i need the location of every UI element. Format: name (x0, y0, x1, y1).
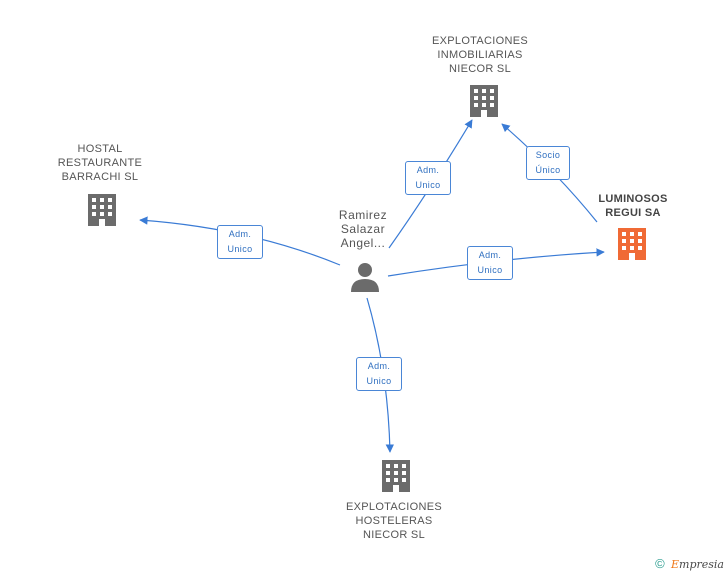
edge-label-line: Unico (415, 180, 441, 190)
edge-label-line: Adm. (367, 361, 391, 371)
building-icon (88, 194, 116, 226)
node-luminosos-regui[interactable]: LUMINOSOS REGUI SA (578, 192, 688, 220)
node-label-line: HOSTELERAS (355, 515, 433, 527)
edge-label-line: Socio (535, 150, 561, 160)
building-icon (470, 85, 498, 117)
node-explotaciones-inmobiliarias[interactable]: EXPLOTACIONES INMOBILIARIAS NIECOR SL (410, 34, 550, 76)
node-label-line: HOSTAL (77, 143, 123, 155)
copyright-icon: © (655, 556, 665, 571)
edge-label-line: Adm. (228, 229, 252, 239)
node-hostal-restaurante[interactable]: HOSTAL RESTAURANTE BARRACHI SL (40, 142, 160, 184)
brand-initial: E (671, 558, 680, 571)
edge-label-adm-unico: Adm. Unico (405, 161, 451, 195)
brand-footer: © Empresia (655, 556, 724, 571)
node-label-line: REGUI SA (605, 207, 661, 219)
node-label-line: RESTAURANTE (57, 157, 143, 169)
node-label-line: NIECOR SL (363, 529, 425, 541)
node-explotaciones-hosteleras[interactable]: EXPLOTACIONES HOSTELERAS NIECOR SL (326, 500, 462, 542)
edge-label-adm-unico: Adm. Unico (467, 246, 513, 280)
edge-label-line: Unico (227, 244, 253, 254)
edge-label-line: Único (535, 165, 561, 175)
edge-label-line: Unico (366, 376, 392, 386)
node-label-line: Angel... (340, 236, 386, 250)
node-label-line: EXPLOTACIONES (432, 35, 528, 47)
brand-logo[interactable]: Empresia (671, 558, 724, 571)
edge-label-adm-unico: Adm. Unico (356, 357, 402, 391)
node-person[interactable]: Ramirez Salazar Angel... (318, 208, 408, 250)
node-label-line: NIECOR SL (449, 63, 511, 75)
node-label-line: Ramirez (338, 208, 388, 222)
node-label-line: EXPLOTACIONES (346, 501, 442, 513)
node-label-line: BARRACHI SL (61, 171, 139, 183)
node-label-line: Salazar (340, 222, 386, 236)
person-icon (351, 263, 379, 292)
building-icon (382, 460, 410, 492)
edge-label-line: Adm. (416, 165, 440, 175)
edge-label-line: Unico (477, 265, 503, 275)
edge-label-adm-unico: Adm. Unico (217, 225, 263, 259)
node-label-line: INMOBILIARIAS (437, 49, 523, 61)
brand-rest: mpresia (679, 558, 724, 571)
edge-label-line: Adm. (478, 250, 502, 260)
edge-label-socio-unico: Socio Único (526, 146, 570, 180)
node-label-line: LUMINOSOS (598, 193, 668, 205)
building-icon (618, 228, 646, 260)
